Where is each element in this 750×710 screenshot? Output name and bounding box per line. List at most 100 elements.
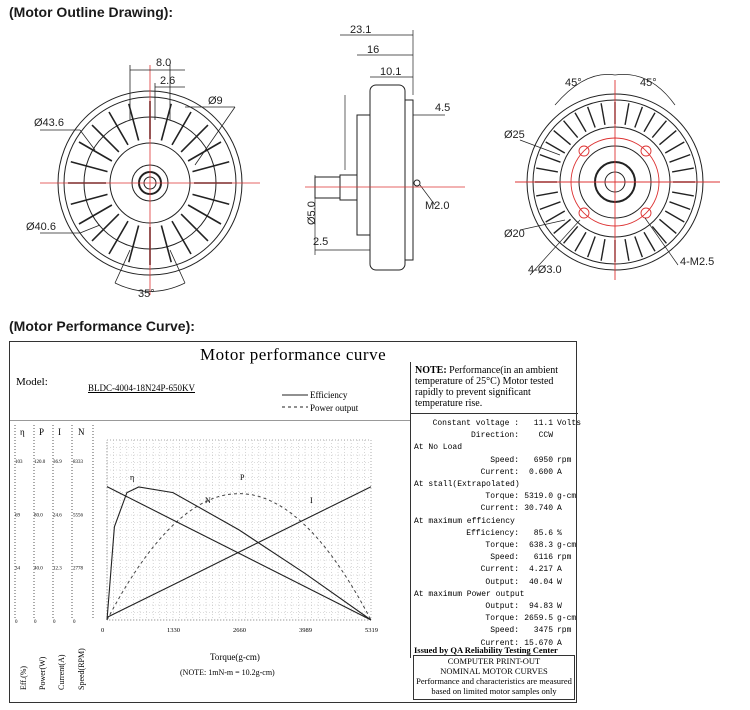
front-spoke [108, 111, 129, 146]
rear-spoke [553, 218, 572, 234]
side-dim-m2: M2.0 [425, 200, 449, 212]
rear-spoke [563, 120, 579, 139]
legend-efficiency: Efficiency [310, 390, 348, 400]
rear-spoke [586, 106, 596, 128]
x-tick-label: 1330 [167, 627, 180, 634]
spec-unit: A [557, 504, 562, 514]
spec-unit: g-cm [557, 614, 577, 624]
axis-tick-label: 8333 [73, 460, 84, 465]
side-dim-23-1: 23.1 [350, 25, 371, 36]
rear-dim-angle-2: 45° [640, 77, 657, 89]
front-spoke [128, 103, 140, 141]
rear-dim-holes-m25: 4-M2.5 [680, 256, 714, 268]
side-dim-16: 16 [367, 44, 379, 56]
axis-title: Power(W) [38, 656, 47, 690]
footer-box: COMPUTER PRINT-OUT NOMINAL MOTOR CURVES … [413, 655, 575, 700]
outline-heading: (Motor Outline Drawing): [9, 4, 174, 20]
spec-label: Torque: [485, 492, 519, 502]
curve-label: I [310, 496, 313, 505]
spec-value: 30.740 [524, 504, 553, 514]
x-tick-label: 5319 [365, 627, 378, 634]
curve-label: η [130, 473, 134, 482]
rear-dim-holes-30: 4-Ø3.0 [528, 264, 562, 276]
perf-heading: (Motor Performance Curve): [9, 318, 195, 334]
spec-unit: g-cm [557, 541, 577, 550]
spec-label: Speed: [490, 553, 519, 563]
spec-label: Torque: [485, 541, 519, 550]
rear-dim-d25: Ø25 [504, 129, 525, 141]
x-tick-label: 3989 [299, 627, 312, 634]
issued-by: Issued by QA Reliability Testing Center [414, 645, 558, 655]
axis-tick-label: 0 [73, 620, 76, 625]
note-box: NOTE: Performance(in an ambient temperat… [410, 362, 578, 414]
spec-label: Speed: [490, 626, 519, 636]
axis-tick-label: 0 [34, 620, 37, 625]
spec-value: 6116 [533, 553, 553, 563]
axis-tick-label: 5556 [73, 513, 84, 518]
spec-label: Torque: [485, 614, 519, 624]
front-spoke [192, 161, 230, 173]
curve-label: N [205, 496, 211, 505]
spec-row: At maximum efficiency [411, 516, 577, 528]
rear-view-drawing: 45° 45° Ø25 Ø20 4-Ø3.0 4-M2.5 [504, 74, 720, 280]
rear-spoke [624, 238, 630, 261]
spec-value: 5319.0 [524, 492, 553, 502]
front-view-drawing: 8.0 2.6 Ø9 Ø43.6 Ø40.6 35° [26, 57, 260, 300]
front-dim-d40-6: Ø40.6 [26, 221, 56, 233]
front-spoke [187, 204, 222, 225]
axis-tick-label: 80.0 [34, 513, 43, 518]
spec-value: 94.83 [528, 602, 553, 611]
spec-row: Efficiency:85.6% [411, 528, 577, 540]
spec-unit: A [557, 638, 562, 648]
spec-label: Direction: [470, 431, 519, 441]
spec-unit: Volts [557, 419, 582, 428]
front-spoke [78, 204, 113, 225]
rear-spoke [658, 130, 677, 146]
side-dim-2-5: 2.5 [313, 236, 328, 248]
spec-value: CCW [538, 431, 553, 441]
front-spoke [160, 103, 172, 141]
axis-tick-label: 0 [53, 620, 56, 625]
rear-spoke [651, 225, 667, 244]
x-axis-label: Torque(g-cm) [210, 652, 260, 662]
spec-unit: g-cm [557, 492, 577, 502]
rear-spoke [643, 231, 656, 252]
front-spoke [171, 111, 192, 146]
front-spoke [128, 225, 140, 263]
rear-spoke [664, 141, 685, 154]
front-spoke [180, 124, 209, 153]
spec-value: 2659.5 [524, 614, 553, 624]
spec-label: Efficiency: [466, 528, 519, 538]
front-dim-2-6: 2.6 [160, 75, 175, 87]
spec-label: At maximum Power output [414, 589, 525, 599]
axis-tick-label: 120.0 [34, 460, 46, 465]
axis-tick-label: 69 [15, 513, 21, 518]
spec-label: Current: [480, 565, 519, 575]
rear-spoke [664, 210, 685, 223]
curve-label: P [240, 473, 245, 482]
spec-unit: rpm [557, 553, 572, 563]
spec-unit: A [557, 467, 562, 477]
rear-spoke [669, 201, 691, 211]
footer-line-1: COMPUTER PRINT-OUT [447, 656, 541, 666]
axis-column-head: P [39, 427, 44, 437]
rear-spoke [563, 225, 579, 244]
spec-label: Speed: [490, 455, 519, 465]
spec-label: At No Load [414, 443, 463, 453]
spec-label: Output: [485, 577, 519, 587]
front-spoke [70, 161, 108, 173]
model-value: BLDC-4004-18N24P-650KV [88, 383, 195, 393]
spec-row: Torque: 2659.5 g-cm [411, 613, 577, 625]
spec-row: At maximum Power output [411, 589, 577, 601]
model-label: Model: [16, 376, 48, 388]
spec-label: Current: [480, 638, 519, 648]
footer-line-3: Performance and characteristics are meas… [416, 676, 572, 696]
front-spoke [180, 213, 209, 242]
spec-label: At maximum efficiency [414, 516, 515, 526]
